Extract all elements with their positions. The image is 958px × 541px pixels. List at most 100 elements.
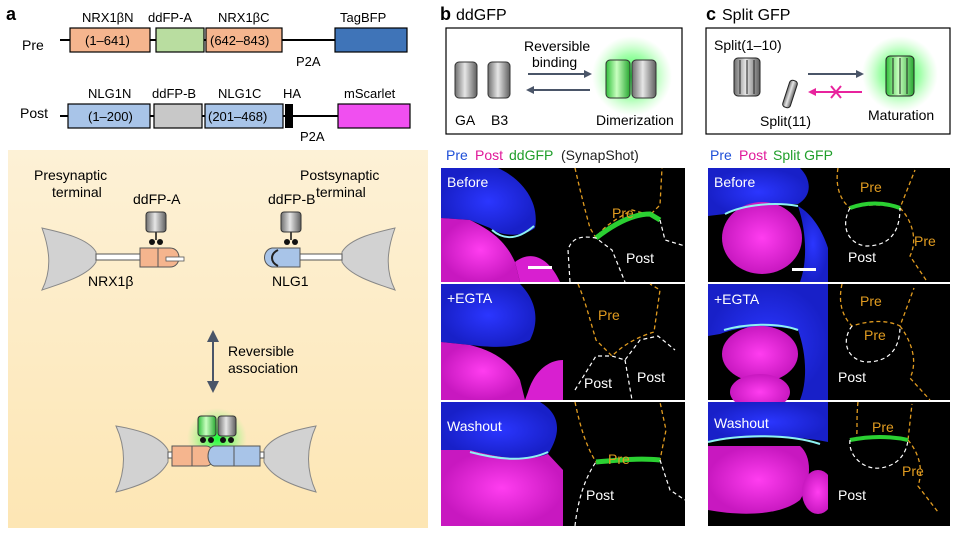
post-p2a: P2A [300, 129, 325, 144]
dimerization-label: Dimerization [596, 112, 674, 128]
ddfp-a-segment [155, 27, 205, 53]
nrx1b-c-segment [205, 27, 283, 53]
b-row3-post: Post [586, 487, 614, 503]
reversible-line1: Reversible [228, 343, 294, 359]
ddfp-a-label: ddFP-A [133, 191, 181, 207]
legend-b-pre: Pre [446, 147, 468, 163]
panel-c-micrographs: Before Pre Pre Post +EGTA Pre Pre Post W… [707, 167, 950, 526]
pre-header-2: ddFP-A [148, 10, 192, 25]
c-row3-pre-1: Pre [872, 419, 894, 435]
b-row2-label: +EGTA [447, 290, 493, 306]
ddfp-b-cylinder [280, 211, 302, 233]
nrx1b-n-segment [69, 27, 151, 53]
ddfp-b-bound [217, 415, 237, 437]
postsynaptic-line1: Postsynaptic [300, 167, 379, 183]
panel-b-title: ddGFP [456, 7, 507, 24]
c-row3-post: Post [838, 487, 866, 503]
reversible-line2: association [228, 360, 298, 376]
pre-seg3-text: (642–843) [210, 33, 269, 48]
b3-cylinder [487, 61, 511, 99]
panel-b-letter: b [440, 4, 451, 24]
b3-label: B3 [491, 112, 508, 128]
reversible-binding-line2: binding [532, 54, 577, 70]
pre-header-4: TagBFP [340, 10, 386, 25]
b-row2-post-2: Post [637, 369, 665, 385]
b-row3-label: Washout [447, 418, 502, 434]
pre-header-1: NRX1βN [82, 10, 134, 25]
ga-dimer [605, 59, 631, 99]
ga-cylinder [454, 61, 478, 99]
nlg1-label: NLG1 [272, 273, 309, 289]
c-row3-label: Washout [714, 415, 769, 431]
nlg1-protein [264, 247, 301, 268]
ddfp-a-cylinder [145, 211, 167, 233]
b-row2-post-1: Post [584, 375, 612, 391]
post-seg3-text: (201–468) [208, 109, 267, 124]
ga-label: GA [455, 112, 476, 128]
c-row1-pre-2: Pre [914, 233, 936, 249]
c-row2-post: Post [838, 369, 866, 385]
mscarlet-segment [337, 103, 411, 129]
post-construct: Post NLG1N ddFP-B NLG1C HA mScarlet (1–2… [20, 86, 411, 144]
panel-b-micrographs: Before Pre Post +EGTA Pre Post Post Wash… [441, 167, 686, 527]
pre-construct: Pre NRX1βN ddFP-A NRX1βC TagBFP (1–641) … [22, 10, 408, 69]
scale-bar-b [528, 266, 552, 269]
post-label: Post [20, 105, 48, 121]
c-row2-pre-1: Pre [860, 293, 882, 309]
c-row3-pre-2: Pre [902, 463, 924, 479]
pre-seg1-text: (1–641) [85, 33, 130, 48]
nlg1-n-segment [67, 103, 151, 129]
associated-configuration [115, 408, 317, 493]
synapse-diagram-bg [8, 150, 428, 528]
b3-dimer [631, 59, 657, 99]
post-header-3: NLG1C [218, 86, 261, 101]
mature-gfp-barrel [885, 55, 915, 97]
post-header-2: ddFP-B [152, 86, 196, 101]
pre-header-3: NRX1βC [218, 10, 270, 25]
b-row3-pre: Pre [608, 451, 630, 467]
split-1-10-label: Split(1–10) [714, 37, 782, 53]
legend-c-post: Post [739, 147, 767, 163]
c-row1-label: Before [714, 174, 755, 190]
split-11-label: Split(11) [760, 113, 811, 129]
ddfp-a-bound [197, 415, 217, 437]
panel-c-title: Split GFP [722, 7, 790, 24]
panel-c-letter: c [706, 4, 716, 24]
b-row2-pre: Pre [598, 307, 620, 323]
ha-tag [285, 104, 293, 128]
panel-c-legend: Pre Post Split GFP [710, 147, 833, 163]
post-header-4: HA [283, 86, 301, 101]
legend-c-pre: Pre [710, 147, 732, 163]
post-header-1: NLG1N [88, 86, 131, 101]
panel-b-legend: Pre Post ddGFP (SynapShot) [446, 147, 639, 163]
b-row1-pre: Pre [612, 205, 634, 221]
b-row1-post: Post [626, 250, 654, 266]
c-row2-pre-2: Pre [864, 327, 886, 343]
postsynaptic-neuron-right [341, 227, 396, 291]
separated-configuration: ddFP-A NRX1β ddFP-B NLG1 [41, 191, 396, 291]
panel-a-letter: a [6, 4, 17, 24]
split-1-10-barrel [733, 57, 761, 97]
maturation-label: Maturation [868, 107, 934, 123]
legend-b-post: Post [475, 147, 503, 163]
legend-c-splitgfp: Split GFP [773, 147, 833, 163]
nrx1b-label: NRX1β [88, 273, 133, 289]
b-row1-label: Before [447, 174, 488, 190]
presynaptic-line2: terminal [52, 184, 102, 200]
reversible-association-arrow: Reversible association [207, 330, 298, 393]
legend-b-ddgfp: ddGFP [509, 147, 553, 163]
nlg1-c-segment [204, 103, 284, 129]
legend-b-synapshot: (SynapShot) [561, 147, 639, 163]
tagbfp-segment [334, 27, 408, 53]
postsynaptic-line2: terminal [316, 184, 366, 200]
presynaptic-neuron-left [41, 227, 97, 291]
c-row2-label: +EGTA [714, 291, 760, 307]
scale-bar-c [792, 268, 816, 271]
post-header-5: mScarlet [344, 86, 396, 101]
ddfp-b-label: ddFP-B [268, 191, 315, 207]
reversible-binding-line1: Reversible [524, 38, 590, 54]
presynaptic-line1: Presynaptic [34, 167, 107, 183]
ddfp-b-segment [153, 103, 203, 129]
pre-p2a: P2A [296, 54, 321, 69]
